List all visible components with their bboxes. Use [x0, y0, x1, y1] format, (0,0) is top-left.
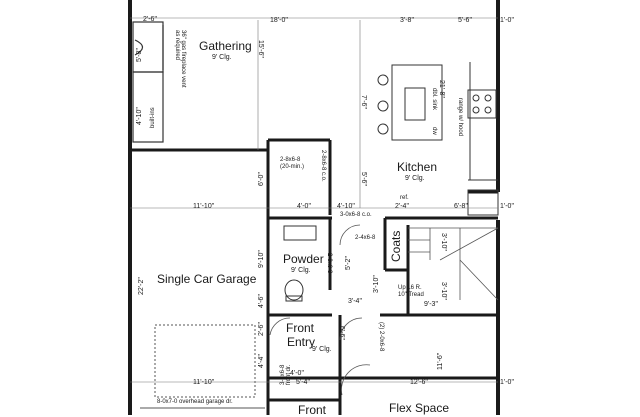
dim-fe-4-4: 4'-4": [258, 354, 265, 368]
dim-right-21-8: 21'-8": [438, 80, 445, 98]
door-30-note: 3-0x6-8 c.o.: [340, 212, 372, 218]
dim-stairs-3-10c: 3'-10": [373, 275, 380, 293]
dim-4-0: 4'-0": [297, 203, 311, 210]
door-swings: [269, 224, 371, 396]
garage-details: [140, 324, 265, 409]
dim-gathering-15-6: 15'-6": [257, 40, 264, 58]
dim-left-5-8: 5'-8": [136, 48, 143, 62]
sink-note: dbl. sink: [431, 88, 437, 111]
exterior-walls: [128, 0, 500, 415]
room-coats: Coats: [389, 230, 403, 262]
room-kitchen: Kitchen: [397, 160, 438, 174]
dim-6-8: 6'-8": [454, 203, 468, 210]
dim-kitchen-7-6: 7'-6": [360, 95, 367, 109]
dim-top-18-0: 18'-0": [270, 17, 288, 24]
door-20min-line: 2-8x6-8 (20-min.): [280, 157, 305, 171]
dim-garage-11-10-top: 11'-10": [193, 203, 215, 210]
room-front-entry-1: Front: [286, 321, 315, 335]
ref-note: ref.: [400, 195, 409, 201]
dim-left-4-10: 4'-10": [136, 107, 143, 125]
dim-6-0: 6'-0": [258, 172, 265, 186]
garage-door-note: 8-0x7-0 overhead garage dr.: [157, 399, 233, 405]
dim-4-10: 4'-10": [337, 203, 355, 210]
dim-flex-12-6: 12'-6": [410, 379, 428, 386]
range-note: range w/ hood: [457, 98, 463, 137]
dim-top-1-0: 1'-0": [500, 17, 514, 24]
dim-powder-5-2: 5'-2": [345, 256, 352, 270]
dim-top-5-6: 5'-6": [458, 17, 472, 24]
gathering-ceiling: 9' Clg.: [212, 54, 232, 61]
dim-stairs-3-10a: 3'-10": [440, 233, 447, 251]
door-28-note: 2-8x6-8: [326, 253, 332, 274]
dim-top-2-6: 2'-6": [143, 16, 157, 23]
front-entry-ceiling: 9' Clg.: [312, 346, 332, 353]
door-20min-note: 2-8x6-8 (20-min.): [280, 157, 304, 171]
dim-fe-6-6: 6'-6": [338, 326, 345, 340]
stairs-note: Up 16 R. 10" Tread: [398, 285, 424, 299]
dim-fe-5-4: 5'-4": [296, 379, 310, 386]
kitchen-ceiling: 9' Clg.: [405, 175, 425, 182]
door-flex-note: (2) 2-0x6-8: [378, 322, 384, 352]
dim-powder-2-6: 2'-6": [258, 322, 265, 336]
dimension-lines: [130, 17, 498, 383]
powder-ceiling: 9' Clg.: [291, 267, 311, 274]
room-front-porch: Front: [298, 403, 327, 417]
interior-walls: [130, 138, 498, 415]
room-front-entry-2: Entry: [287, 335, 316, 349]
builtins-note: built-ins: [150, 107, 156, 128]
dim-top-3-8: 3'-8": [400, 17, 414, 24]
fireplace-note: 36" gas fireplace vent as required: [174, 30, 186, 88]
dim-garage-22-2: 22'-2": [138, 277, 145, 295]
dim-1-0-mid: 1'-0": [500, 203, 514, 210]
dim-powder-9-10: 9'-10": [258, 250, 265, 268]
room-garage: Single Car Garage: [157, 272, 257, 286]
dw-note: dw: [431, 127, 437, 135]
powder-fixtures: [283, 225, 317, 302]
room-gathering: Gathering: [199, 39, 252, 53]
dim-stairs-3-10b: 3'-10": [440, 282, 447, 300]
dim-fe-4-0: 4'-0": [290, 370, 304, 377]
stairs-note-text: Up 16 R. 10" Tread: [398, 285, 424, 299]
dim-2-4: 2'-4": [395, 203, 409, 210]
dim-garage-11-10-bot: 11'-10": [193, 379, 215, 386]
door-24-note: 2-4x6-8: [355, 235, 376, 241]
fireplace: [132, 21, 164, 143]
dim-bottom-1-0: 1'-0": [500, 379, 514, 386]
room-flex-space: Flex Space: [389, 401, 450, 415]
kitchen-counters: [467, 62, 499, 216]
kitchen-island: [377, 64, 443, 141]
room-powder: Powder: [283, 252, 324, 266]
dim-kitchen-5-6: 5'-6": [360, 172, 367, 186]
dim-powder-4-6: 4'-6": [258, 294, 265, 308]
door-co-note: 2-8x6-8 c.o.: [320, 150, 326, 182]
dim-stairs-9-3: 9'-3": [424, 301, 438, 308]
dim-stairs-3-4: 3'-4": [348, 298, 362, 305]
stairs: [408, 227, 499, 301]
dim-flex-11-6: 11'-6": [437, 352, 444, 370]
